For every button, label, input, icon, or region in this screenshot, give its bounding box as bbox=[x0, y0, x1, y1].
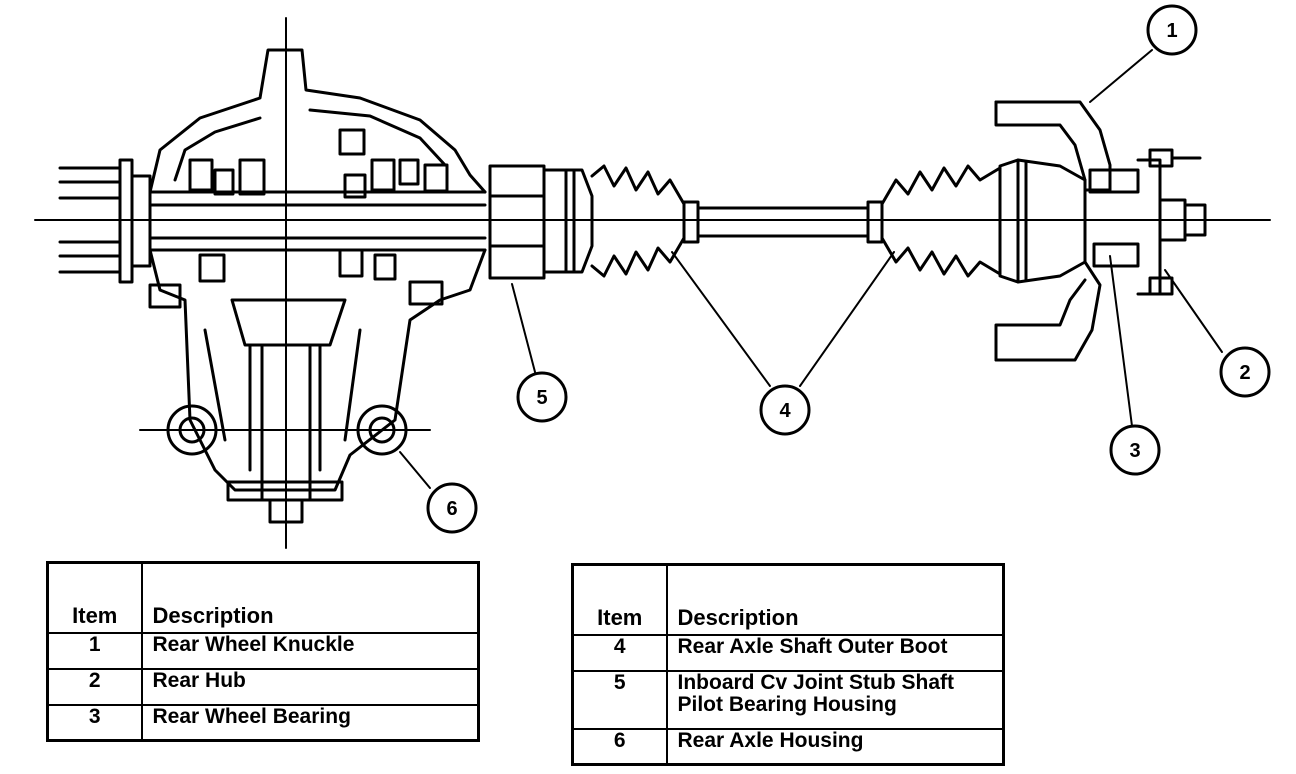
description-line: Inboard Cv Joint Stub Shaft bbox=[677, 670, 955, 694]
table-row: 5 Inboard Cv Joint Stub Shaft Pilot Bear… bbox=[571, 669, 1005, 730]
inboard-cv-joint bbox=[542, 168, 594, 274]
item-description: Rear Axle Housing bbox=[665, 727, 1005, 766]
table-row: 3 Rear Wheel Bearing bbox=[46, 703, 480, 742]
callout-4: 4 bbox=[779, 400, 791, 422]
leader-4b bbox=[799, 251, 895, 387]
callout-circle-6 bbox=[426, 482, 478, 534]
leader-2 bbox=[1164, 269, 1223, 353]
item-description: Inboard Cv Joint Stub Shaft Pilot Bearin… bbox=[665, 669, 1005, 730]
item-number: 4 bbox=[571, 633, 668, 672]
item-description: Rear Wheel Knuckle bbox=[140, 631, 480, 670]
table-row: 4 Rear Axle Shaft Outer Boot bbox=[571, 633, 1005, 672]
callout-6: 6 bbox=[446, 498, 457, 520]
leader-1 bbox=[1089, 49, 1153, 103]
item-description: Rear Axle Shaft Outer Boot bbox=[665, 633, 1005, 672]
callout-1: 1 bbox=[1166, 20, 1177, 42]
callout-circle-1 bbox=[1146, 4, 1198, 56]
leader-5 bbox=[511, 283, 536, 373]
callout-circle-3 bbox=[1109, 424, 1161, 476]
item-number: 3 bbox=[46, 703, 143, 742]
outer-boot-top bbox=[880, 164, 1002, 206]
inner-boot-top bbox=[590, 164, 686, 206]
callout-3: 3 bbox=[1129, 440, 1140, 462]
table-row: 6 Rear Axle Housing bbox=[571, 727, 1005, 766]
callout-circle-4 bbox=[759, 384, 811, 436]
differential-housing-lower bbox=[148, 236, 487, 524]
differential-housing-upper bbox=[148, 48, 487, 207]
rear-wheel-knuckle bbox=[994, 100, 1112, 362]
pilot-bearing-housing bbox=[488, 164, 546, 280]
legend-table-1: Item Description 1 Rear Wheel Knuckle 2 … bbox=[46, 561, 480, 742]
description-line: Pilot Bearing Housing bbox=[677, 692, 897, 716]
item-number: 5 bbox=[571, 669, 668, 730]
callout-circle-5 bbox=[516, 371, 568, 423]
header-description: Description bbox=[140, 561, 480, 634]
right-mount-bushing bbox=[356, 404, 408, 456]
leader-4a bbox=[671, 251, 771, 387]
header-description: Description bbox=[665, 563, 1005, 636]
inner-boot-bottom bbox=[590, 236, 686, 278]
callout-2: 2 bbox=[1239, 362, 1250, 384]
leader-3 bbox=[1109, 255, 1133, 427]
item-number: 2 bbox=[46, 667, 143, 706]
left-mount-bushing bbox=[166, 404, 218, 456]
header-item: Item bbox=[46, 561, 143, 634]
callout-5: 5 bbox=[536, 387, 547, 409]
item-number: 1 bbox=[46, 631, 143, 670]
item-description: Rear Hub bbox=[140, 667, 480, 706]
leader-6 bbox=[399, 451, 431, 489]
left-axle-flange bbox=[58, 158, 152, 284]
item-description: Rear Wheel Bearing bbox=[140, 703, 480, 742]
axle-shaft bbox=[682, 200, 884, 244]
callout-circle-2 bbox=[1219, 346, 1271, 398]
legend-table-2: Item Description 4 Rear Axle Shaft Outer… bbox=[571, 563, 1005, 766]
table-row: 1 Rear Wheel Knuckle bbox=[46, 631, 480, 670]
outer-boot-bottom bbox=[880, 236, 1002, 278]
leader-lines bbox=[399, 49, 1223, 489]
item-number: 6 bbox=[571, 727, 668, 766]
table-row: 2 Rear Hub bbox=[46, 667, 480, 706]
rear-hub-assembly bbox=[1088, 148, 1207, 296]
header-item: Item bbox=[571, 563, 668, 636]
